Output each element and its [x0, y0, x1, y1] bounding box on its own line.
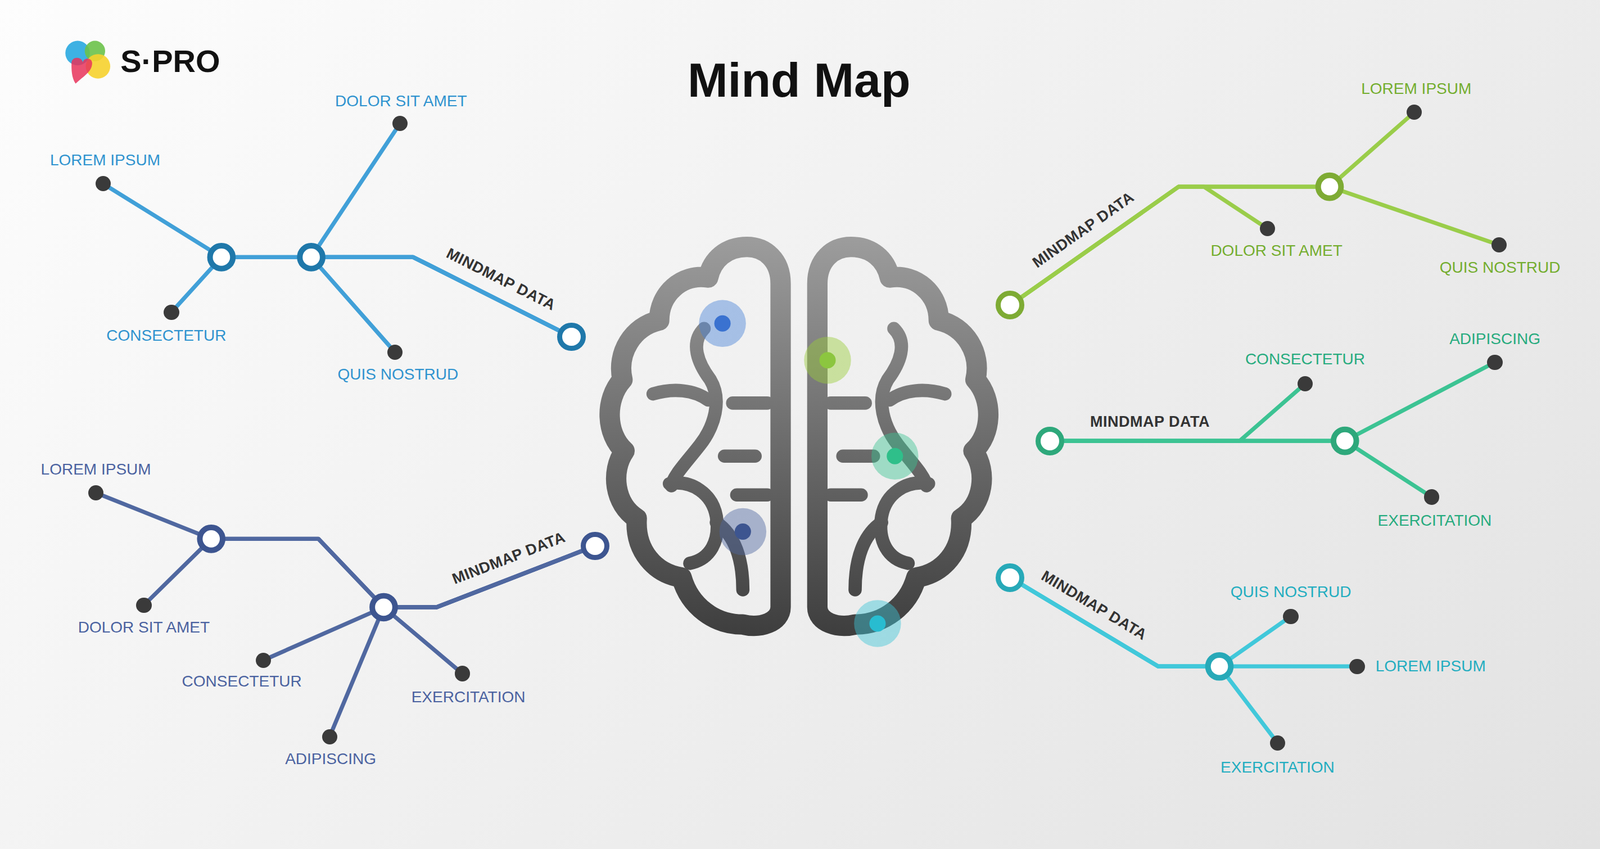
root-ring: [995, 290, 1025, 320]
diagram-title: Mind Map: [687, 55, 911, 105]
branch-label: LOREM IPSUM: [1361, 80, 1472, 97]
branch-label: ADIPISCING: [285, 751, 377, 767]
leaf-dot: [454, 665, 470, 681]
branch-title: MINDMAP DATA: [1090, 413, 1210, 429]
logo-icon: [65, 41, 111, 84]
hub-ring: [372, 595, 396, 619]
branch-label: LOREM IPSUM: [1375, 658, 1486, 675]
branch-title: MINDMAP DATA: [1038, 567, 1150, 643]
leaf-dot: [1491, 237, 1507, 253]
branch-title: MINDMAP DATA: [1029, 189, 1137, 271]
branch-label: DOLOR SIT AMET: [1210, 242, 1342, 259]
branch-line: [311, 256, 559, 347]
branch-label: DOLOR SIT AMET: [78, 619, 210, 636]
brain-glow-dots: [698, 300, 919, 648]
branch-title: MINDMAP DATA: [444, 245, 558, 314]
brain-outline: [609, 246, 988, 626]
leaf-dot: [1486, 354, 1503, 370]
leaf-dot: [255, 652, 271, 668]
branch-label: QUIS NOSTRUD: [1439, 259, 1561, 276]
branch-line: [1022, 584, 1274, 737]
branch-line: [1064, 365, 1489, 441]
branch-label: ADIPISCING: [1449, 331, 1541, 347]
leaf-dot: [322, 729, 338, 745]
hub-ring: [199, 527, 223, 551]
root-ring: [557, 322, 586, 352]
leaf-dot: [163, 304, 179, 320]
branch-line: [1064, 388, 1300, 441]
hub-ring: [1208, 654, 1232, 679]
branch-line: [1022, 117, 1409, 297]
branch-label: QUIS NOSTRUD: [337, 366, 459, 383]
branch-label: EXERCITATION: [411, 689, 526, 705]
branch-label: CONSECTETUR: [1245, 351, 1366, 368]
branch-label: DOLOR SIT AMET: [335, 93, 467, 110]
root-ring: [1035, 426, 1065, 456]
leaf-dot: [1282, 608, 1299, 625]
branch-title: MINDMAP DATA: [450, 529, 568, 587]
leaf-dot: [88, 485, 104, 501]
branch-line: [1064, 440, 1426, 493]
leaf-dot: [1297, 376, 1313, 392]
branch-line: [102, 495, 582, 608]
branch-line: [1022, 186, 1493, 297]
branch-label: LOREM IPSUM: [50, 152, 161, 169]
branch-label: EXERCITATION: [1220, 759, 1335, 776]
hub-ring: [1333, 429, 1357, 453]
root-ring: [580, 531, 610, 561]
branch-line: [1022, 186, 1261, 297]
hub-ring: [210, 245, 234, 269]
leaf-dot: [1269, 735, 1286, 751]
branch-label: EXERCITATION: [1377, 512, 1493, 529]
leaf-dot: [1424, 489, 1440, 505]
branch-label: CONSECTETUR: [182, 673, 302, 690]
leaf-dot: [387, 344, 403, 360]
leaf-dot: [392, 115, 408, 131]
branch-label: LOREM IPSUM: [41, 461, 152, 478]
hub-ring: [1318, 175, 1342, 199]
leaf-dot: [1349, 658, 1365, 675]
leaf-dot: [136, 597, 152, 613]
logo-text: S·PRO: [120, 45, 220, 78]
leaf-dot: [1406, 104, 1422, 120]
leaf-dot: [1259, 220, 1276, 237]
hub-ring: [299, 245, 323, 269]
root-ring: [995, 563, 1025, 592]
branch-label: CONSECTETUR: [106, 327, 227, 344]
branch-label: QUIS NOSTRUD: [1230, 584, 1352, 600]
leaf-dot: [95, 175, 111, 192]
